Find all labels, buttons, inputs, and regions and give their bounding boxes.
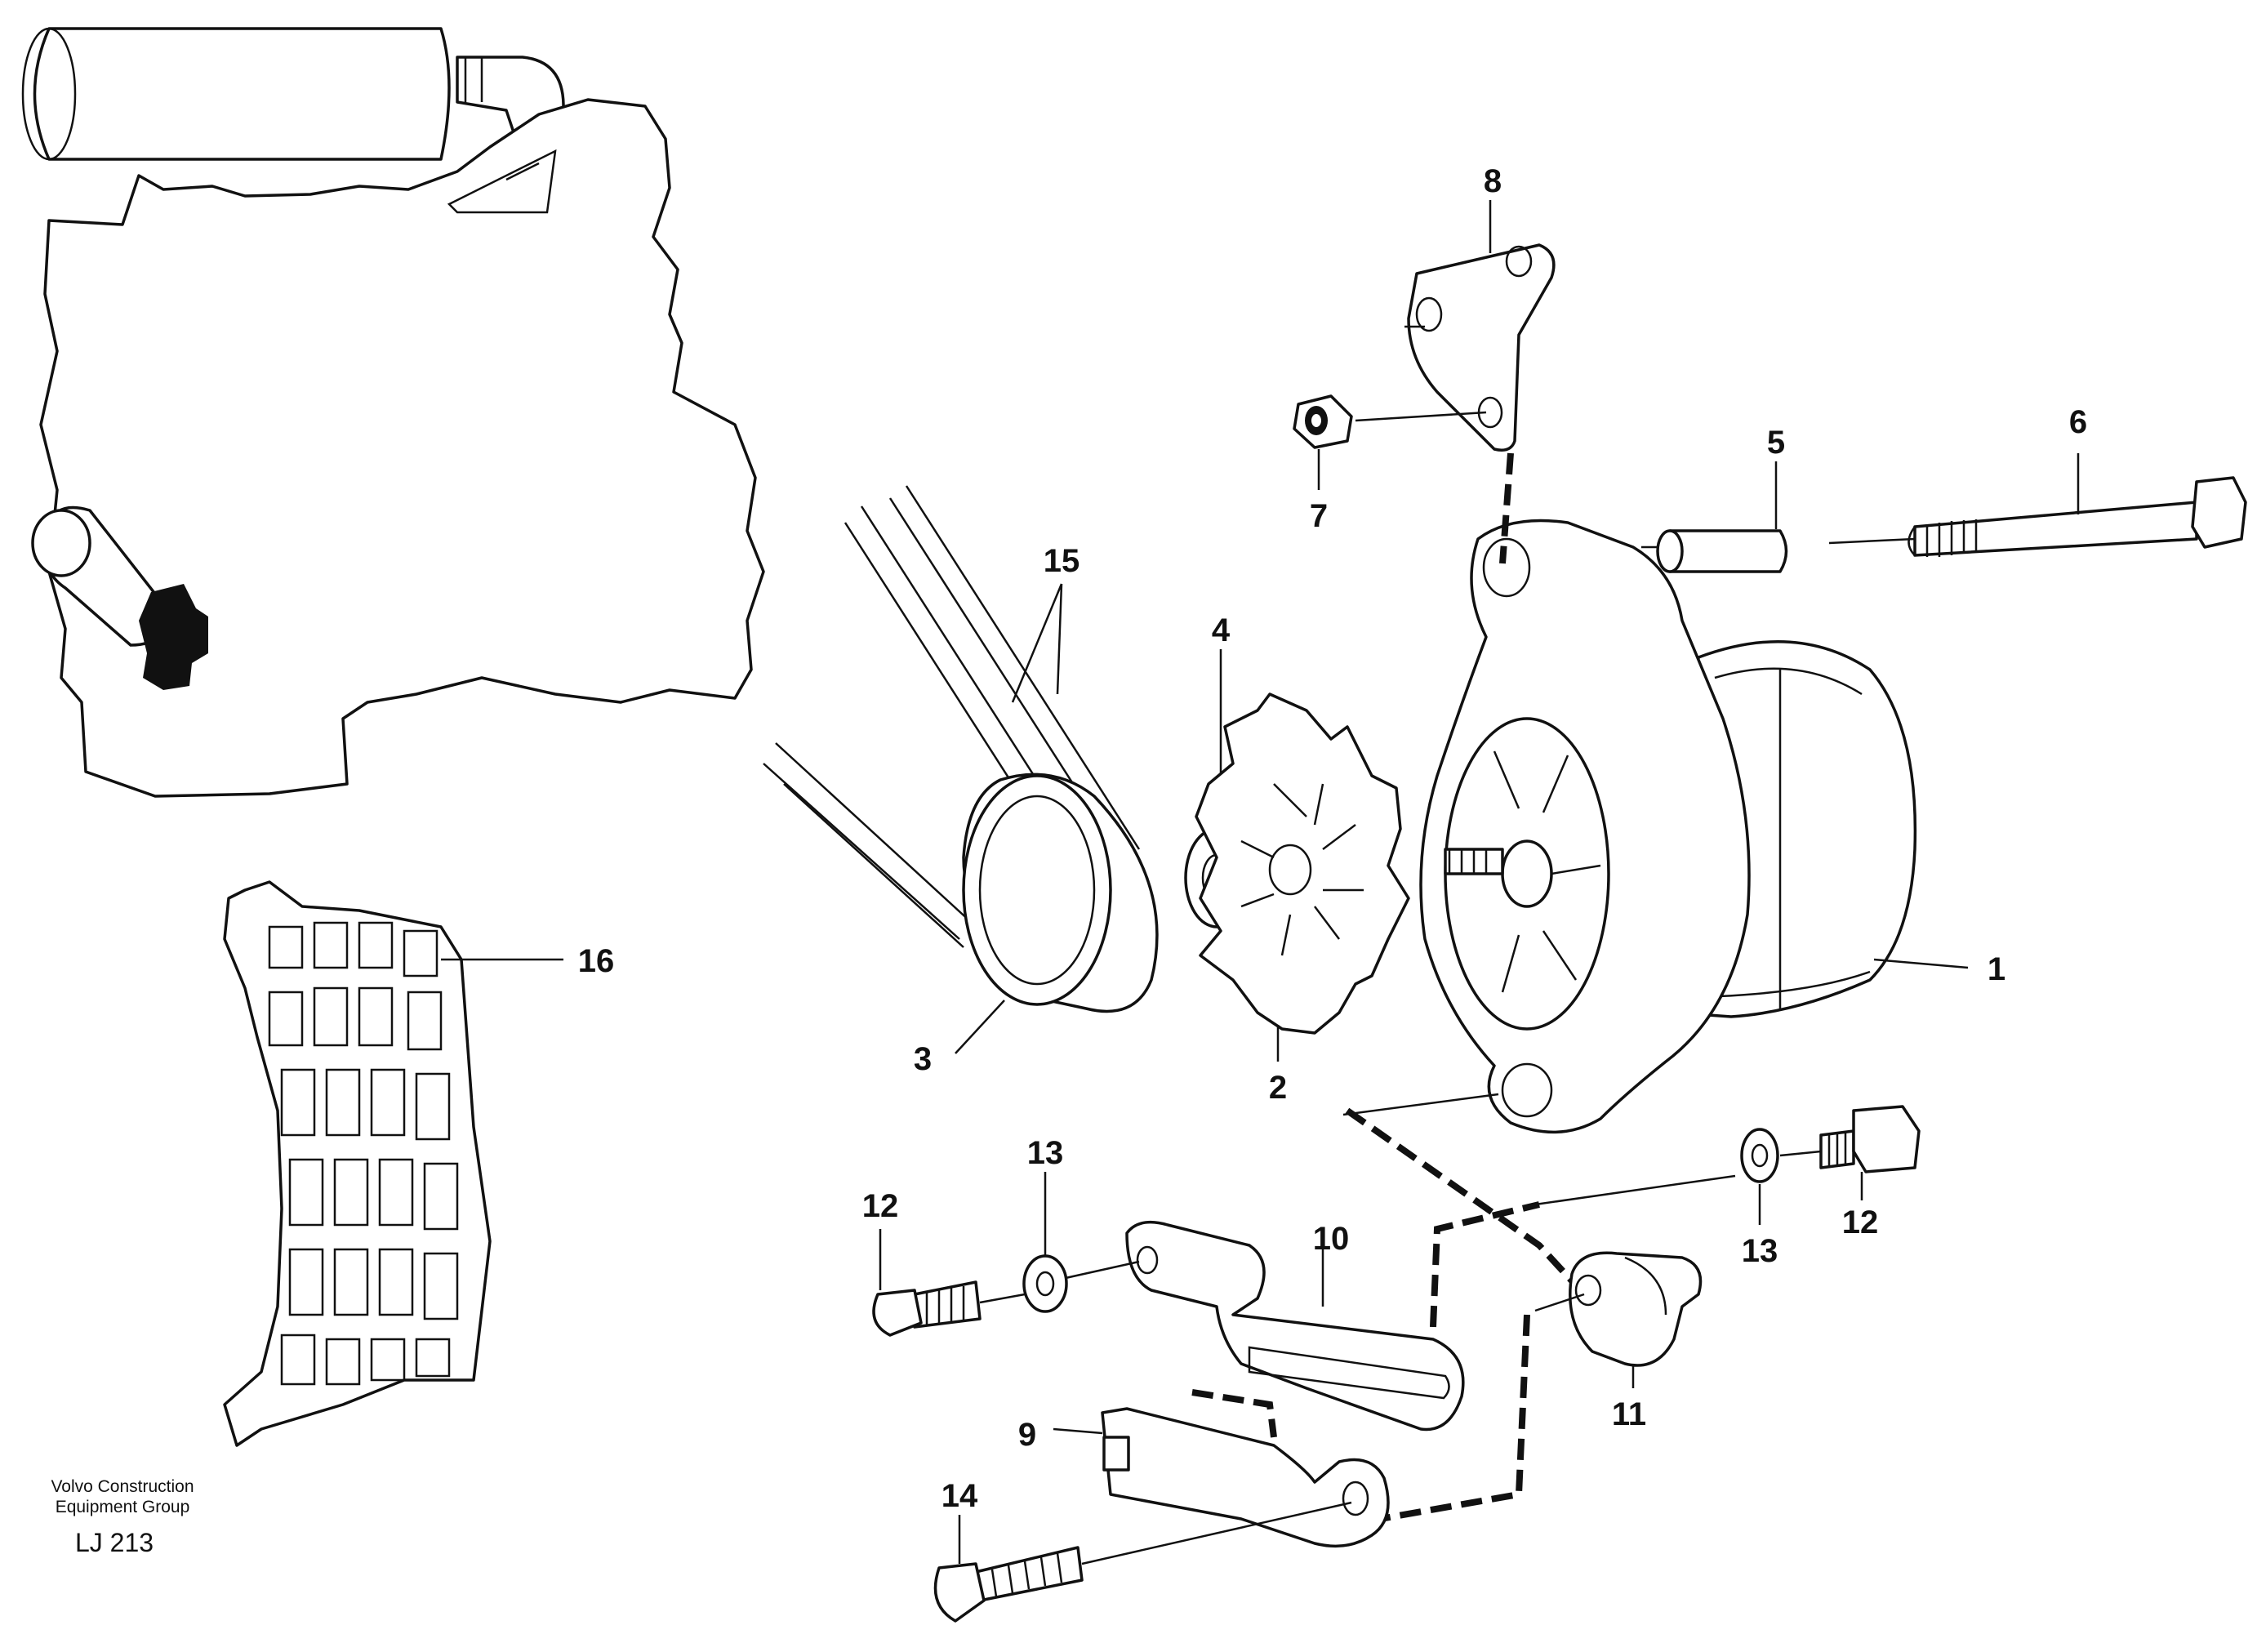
bolt-part-14 xyxy=(933,1501,1352,1623)
nut-part-7 xyxy=(1293,394,1487,490)
alternator-part-1 xyxy=(1419,519,1969,1134)
callout-7: 7 xyxy=(1310,498,1328,534)
callout-13-left: 13 xyxy=(1027,1135,1064,1171)
pulley-part-3 xyxy=(955,773,1159,1054)
dashed-line-alternator-to-bracket-11 xyxy=(1345,1107,1587,1297)
callout-1: 1 xyxy=(1988,951,2005,987)
engine-locator-sketch xyxy=(21,27,765,798)
belt-guard-part-16 xyxy=(223,880,563,1447)
callout-12-left: 12 xyxy=(862,1188,899,1224)
plate-part-9 xyxy=(1053,1407,1390,1548)
washer-part-13-right xyxy=(1740,1128,1779,1225)
callout-14: 14 xyxy=(941,1478,978,1514)
callout-15: 15 xyxy=(1044,543,1080,579)
callout-11: 11 xyxy=(1612,1396,1646,1432)
callout-8: 8 xyxy=(1484,163,1502,199)
drawing-code: LJ 213 xyxy=(75,1528,154,1557)
bolt-part-6 xyxy=(1828,453,2247,557)
dashed-line-arm-to-alternator xyxy=(1430,1201,1540,1328)
lead-line-alternator-to-13 xyxy=(1534,1174,1736,1206)
callout-9: 9 xyxy=(1018,1417,1036,1453)
callout-6: 6 xyxy=(2069,404,2087,440)
callout-3: 3 xyxy=(914,1041,932,1077)
callout-2: 2 xyxy=(1269,1070,1287,1106)
callout-5: 5 xyxy=(1767,425,1785,461)
caption-line-2: Equipment Group xyxy=(56,1498,190,1516)
lead-line-alternator-lower xyxy=(1342,1093,1499,1116)
callout-10: 10 xyxy=(1313,1221,1350,1257)
washer-part-13-left xyxy=(1022,1172,1140,1313)
callout-labels: 1 2 3 4 5 6 7 8 9 10 11 12 12 13 13 14 1… xyxy=(578,163,2087,1514)
clamp-part-11 xyxy=(1534,1251,1703,1388)
callout-13-right: 13 xyxy=(1742,1233,1778,1269)
bracket-part-8 xyxy=(1404,200,1556,452)
bolt-part-12-left xyxy=(872,1229,1026,1337)
callout-12-right: 12 xyxy=(1842,1204,1879,1240)
publisher-caption: Volvo Construction Equipment Group LJ 21… xyxy=(51,1477,194,1557)
callout-4: 4 xyxy=(1212,612,1231,648)
sleeve-part-5 xyxy=(1641,461,1788,573)
callout-16: 16 xyxy=(578,943,615,979)
bolt-part-12-right xyxy=(1779,1105,1921,1200)
fan-part-2 xyxy=(1195,692,1410,1062)
caption-line-1: Volvo Construction xyxy=(51,1477,194,1496)
dashed-line-bracket-to-alternator xyxy=(1499,452,1514,564)
adjusting-arm-part-10 xyxy=(1125,1220,1465,1432)
dashed-line-arm-to-bracket-9 xyxy=(1191,1389,1277,1438)
